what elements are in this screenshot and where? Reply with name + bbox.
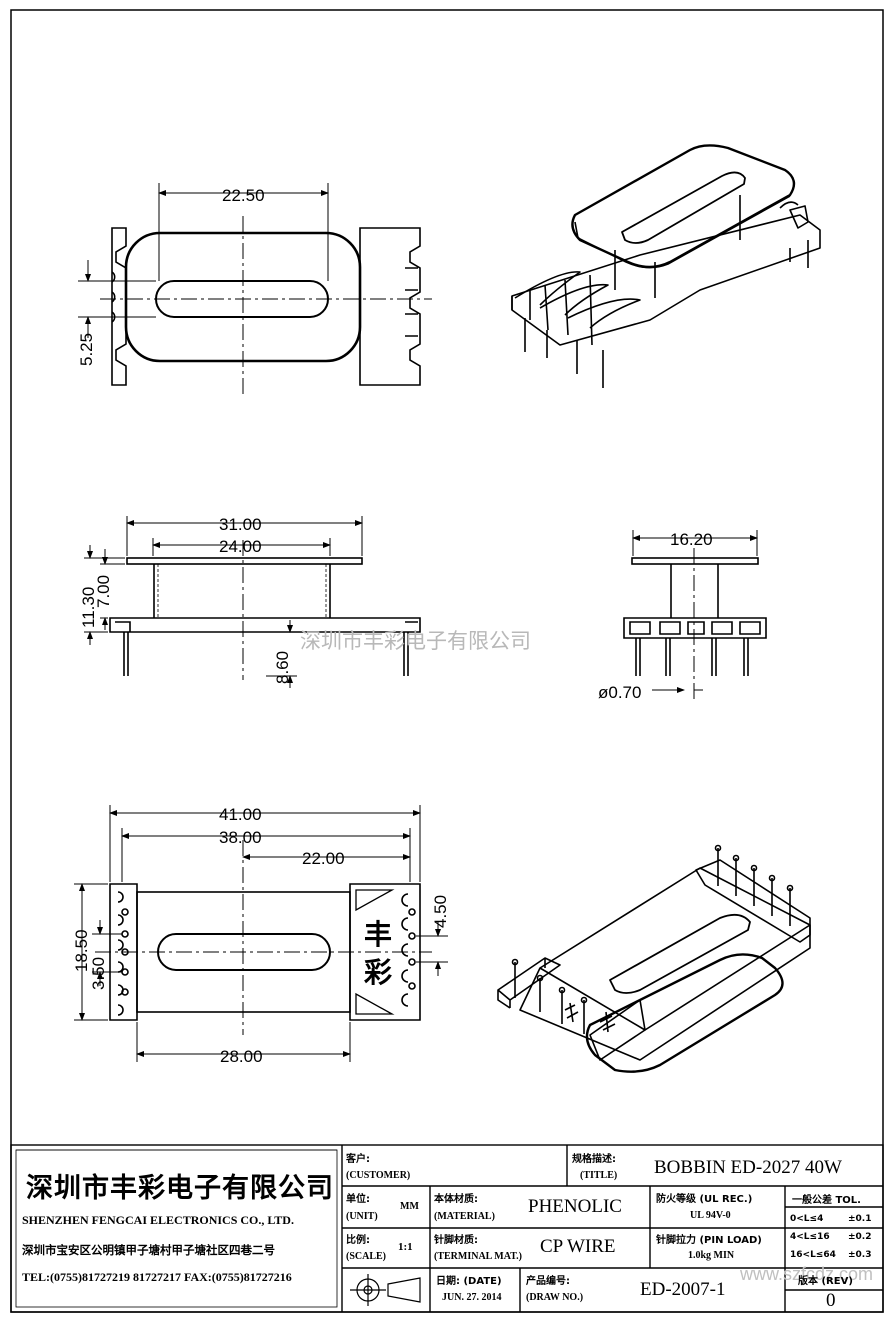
- unit-label-en: (UNIT): [346, 1211, 378, 1222]
- scale-value: 1:1: [398, 1241, 413, 1253]
- dim-top-width: 22.50: [222, 186, 265, 205]
- side-view-dims: [84, 516, 363, 688]
- drawno-label-cn: 产品编号:: [526, 1276, 570, 1287]
- dim-bottom-pin-pitch: 3.50: [89, 957, 108, 990]
- end-view: [623, 557, 767, 676]
- dim-side-flange-width: 24.00: [219, 537, 262, 556]
- end-view-dims: [632, 530, 758, 693]
- terminal-label-cn: 针脚材质:: [434, 1235, 478, 1246]
- tolerance-value-3: ±0.3: [848, 1250, 872, 1260]
- dim-bottom-body-width: 28.00: [220, 1047, 263, 1066]
- dim-bottom-offset: 22.00: [302, 849, 345, 868]
- dim-bottom-inner-width: 38.00: [219, 828, 262, 847]
- projection-symbol: [350, 1274, 421, 1306]
- tolerance-value-2: ±0.2: [848, 1232, 872, 1242]
- company-contact: TEL:(0755)81727219 81727217 FAX:(0755)81…: [22, 1270, 292, 1284]
- rev-value: 0: [826, 1290, 836, 1311]
- title-value: BOBBIN ED-2027 40W: [654, 1157, 842, 1178]
- rev-label: 版本 (REV): [798, 1276, 853, 1287]
- company-name-en: SHENZHEN FENGCAI ELECTRONICS CO., LTD.: [22, 1213, 294, 1227]
- pinload-value: 1.0kg MIN: [688, 1250, 735, 1261]
- dim-pin-diameter: ø0.70: [598, 683, 641, 702]
- dim-bottom-right-pitch: 4.50: [431, 895, 450, 928]
- tolerance-range-1: 0<L≤4: [790, 1214, 824, 1224]
- company-name-cn: 深圳市丰彩电子有限公司: [26, 1173, 334, 1204]
- material-label-cn: 本体材质:: [434, 1194, 478, 1205]
- watermark-url: www.szfcdz.com: [740, 1264, 874, 1284]
- bottom-view-centerlines: [95, 840, 432, 1035]
- sheet-border: [10, 9, 884, 1313]
- top-view-centerlines: [100, 216, 432, 395]
- iso-view-bottom: [497, 844, 811, 1073]
- flame-value: UL 94V-0: [690, 1210, 731, 1221]
- tolerance-range-3: 16<L≤64: [790, 1250, 836, 1260]
- pinload-label: 针脚拉力 (PIN LOAD): [656, 1235, 762, 1246]
- tolerance-label: 一般公差 TOL.: [792, 1195, 861, 1206]
- top-view-dims: [78, 183, 329, 338]
- dim-end-width: 16.20: [670, 530, 713, 549]
- tolerance-range-2: 4<L≤16: [790, 1232, 830, 1242]
- terminal-value: CP WIRE: [540, 1236, 616, 1257]
- marking-char-1: 丰: [364, 918, 392, 951]
- drawno-value: ED-2007-1: [640, 1279, 726, 1300]
- flame-label: 防火等级 (UL REC.): [656, 1194, 753, 1205]
- terminal-label-en: (TERMINAL MAT.): [434, 1251, 522, 1262]
- bottom-view-dims: [74, 805, 448, 1062]
- customer-label-cn: 客户:: [346, 1154, 370, 1165]
- material-value: PHENOLIC: [528, 1196, 622, 1217]
- tolerance-value-1: ±0.1: [848, 1214, 872, 1224]
- unit-value: MM: [400, 1201, 419, 1212]
- side-view: [109, 557, 421, 676]
- company-address: 深圳市宝安区公明镇甲子塘村甲子塘社区四巷二号: [22, 1243, 275, 1257]
- dim-bottom-height: 18.50: [72, 929, 91, 972]
- date-value: JUN. 27. 2014: [442, 1292, 502, 1303]
- dim-bottom-total-width: 41.00: [219, 805, 262, 824]
- drawno-label-en: (DRAW NO.): [526, 1292, 584, 1303]
- scale-label-en: (SCALE): [346, 1251, 387, 1262]
- date-label: 日期: (DATE): [436, 1276, 502, 1287]
- customer-label-en: (CUSTOMER): [346, 1170, 411, 1181]
- dim-side-pin-length: 8.60: [273, 651, 292, 684]
- dim-side-total-height: 11.30: [79, 587, 98, 628]
- top-view: [111, 227, 421, 386]
- scale-label-cn: 比例:: [346, 1235, 370, 1246]
- title-block-frame: [10, 1144, 884, 1313]
- material-label-en: (MATERIAL): [434, 1211, 495, 1222]
- dim-side-core-height: 7.00: [94, 575, 113, 608]
- title-label-cn: 规格描述:: [572, 1154, 616, 1165]
- dim-side-total-width: 31.00: [219, 515, 262, 534]
- watermark: 深圳市丰彩电子有限公司: [300, 629, 531, 653]
- marking-char-2: 彩: [364, 956, 392, 989]
- iso-view-top: [511, 144, 821, 388]
- unit-label-cn: 单位:: [346, 1194, 370, 1205]
- title-label-en: (TITLE): [580, 1170, 618, 1181]
- dim-top-slot-height: 5.25: [77, 333, 96, 366]
